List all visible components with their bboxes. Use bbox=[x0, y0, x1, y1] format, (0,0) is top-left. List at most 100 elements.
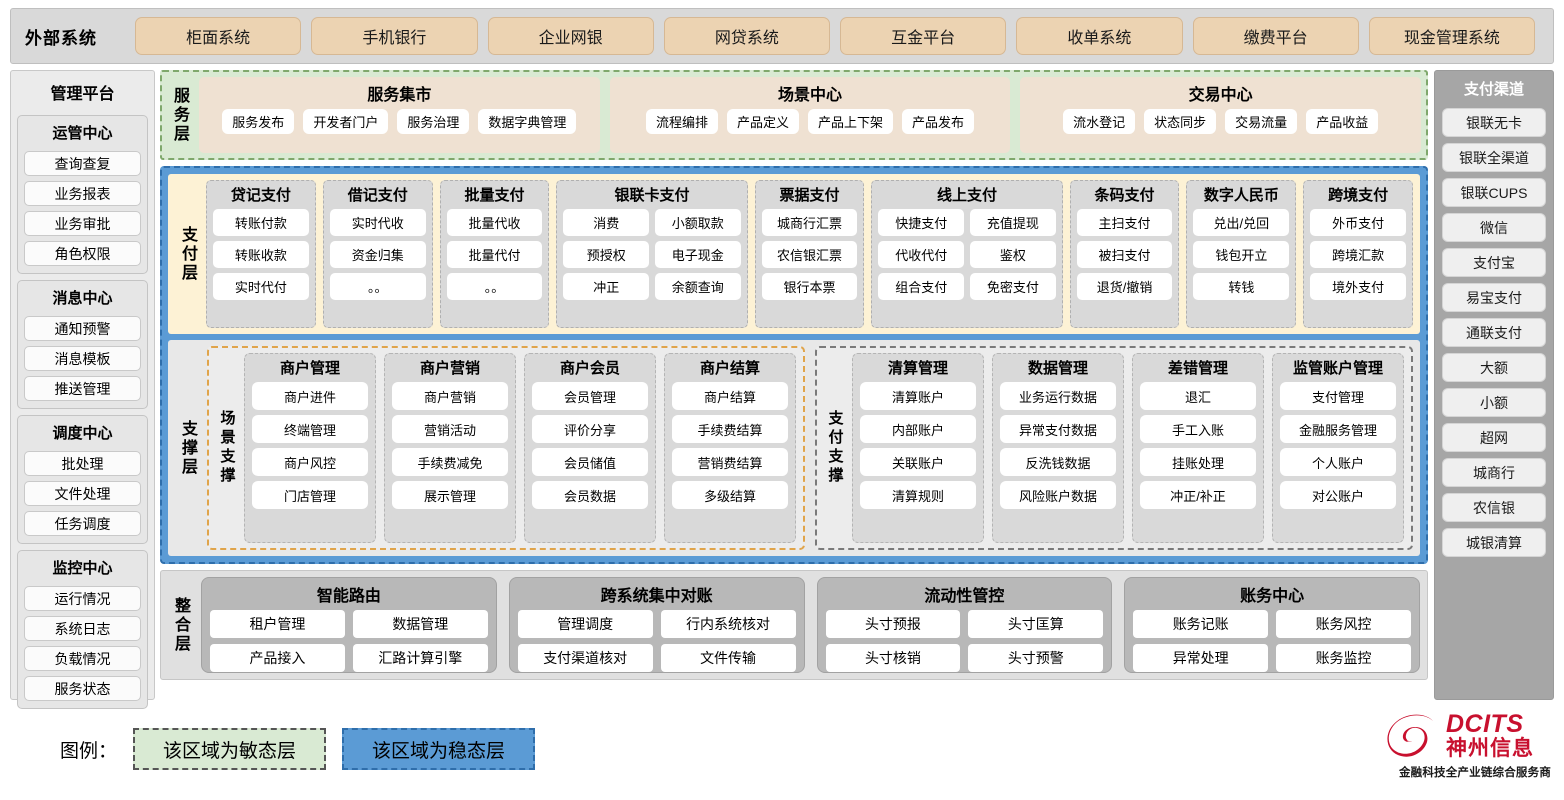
service-chip[interactable]: 开发者门户 bbox=[303, 109, 389, 134]
payment-channel-item[interactable]: 城银清算 bbox=[1442, 528, 1546, 557]
payment-cell[interactable]: 实时代付 bbox=[213, 273, 309, 300]
service-chip[interactable]: 交易流量 bbox=[1225, 109, 1298, 134]
support-cell[interactable]: 多级结算 bbox=[672, 481, 788, 509]
payment-cell[interactable]: 被扫支付 bbox=[1076, 241, 1173, 268]
external-system-chip[interactable]: 互金平台 bbox=[840, 17, 1007, 55]
support-cell[interactable]: 手续费减免 bbox=[392, 448, 508, 476]
payment-channel-item[interactable]: 银联CUPS bbox=[1442, 178, 1546, 207]
payment-channel-item[interactable]: 支付宝 bbox=[1442, 248, 1546, 277]
payment-cell[interactable]: 。。 bbox=[446, 273, 543, 300]
support-cell[interactable]: 商户风控 bbox=[252, 448, 368, 476]
service-chip[interactable]: 产品上下架 bbox=[808, 109, 894, 134]
integration-cell[interactable]: 异常处理 bbox=[1133, 644, 1269, 672]
service-chip[interactable]: 数据字典管理 bbox=[478, 109, 577, 134]
payment-cell[interactable]: 快捷支付 bbox=[878, 209, 965, 236]
support-cell[interactable]: 业务运行数据 bbox=[1000, 382, 1116, 410]
external-system-chip[interactable]: 网贷系统 bbox=[663, 17, 830, 55]
external-system-chip[interactable]: 收单系统 bbox=[1016, 17, 1183, 55]
payment-channel-item[interactable]: 大额 bbox=[1442, 353, 1546, 382]
support-cell[interactable]: 手续费结算 bbox=[672, 415, 788, 443]
sidebar-item-0[interactable]: 查询查复 bbox=[24, 151, 141, 176]
payment-cell[interactable]: 城商行汇票 bbox=[761, 209, 858, 236]
payment-cell[interactable]: 转账付款 bbox=[213, 209, 309, 236]
payment-channel-item[interactable]: 城商行 bbox=[1442, 458, 1546, 487]
support-cell[interactable]: 会员数据 bbox=[532, 481, 648, 509]
external-system-chip[interactable]: 手机银行 bbox=[311, 17, 478, 55]
support-cell[interactable]: 会员储值 bbox=[532, 448, 648, 476]
support-cell[interactable]: 营销活动 bbox=[392, 415, 508, 443]
sidebar-item-3[interactable]: 服务状态 bbox=[24, 676, 141, 701]
payment-channel-item[interactable]: 小额 bbox=[1442, 388, 1546, 417]
integration-cell[interactable]: 文件传输 bbox=[660, 644, 796, 672]
support-cell[interactable]: 反洗钱数据 bbox=[1000, 448, 1116, 476]
payment-cell[interactable]: 跨境汇款 bbox=[1310, 241, 1407, 268]
payment-channel-item[interactable]: 农信银 bbox=[1442, 493, 1546, 522]
sidebar-item-2[interactable]: 推送管理 bbox=[24, 376, 141, 401]
payment-cell[interactable]: 小额取款 bbox=[655, 209, 741, 236]
payment-cell[interactable]: 资金归集 bbox=[329, 241, 426, 268]
payment-cell[interactable]: 主扫支付 bbox=[1076, 209, 1173, 236]
integration-cell[interactable]: 数据管理 bbox=[352, 610, 488, 638]
payment-cell[interactable]: 消费 bbox=[563, 209, 649, 236]
integration-cell[interactable]: 行内系统核对 bbox=[660, 610, 796, 638]
payment-cell[interactable]: 境外支付 bbox=[1310, 273, 1407, 300]
payment-cell[interactable]: 退货/撤销 bbox=[1076, 273, 1173, 300]
support-cell[interactable]: 关联账户 bbox=[860, 448, 976, 476]
sidebar-item-2[interactable]: 业务审批 bbox=[24, 211, 141, 236]
payment-cell[interactable]: 外币支付 bbox=[1310, 209, 1407, 236]
support-cell[interactable]: 终端管理 bbox=[252, 415, 368, 443]
sidebar-item-1[interactable]: 消息模板 bbox=[24, 346, 141, 371]
support-cell[interactable]: 对公账户 bbox=[1280, 481, 1396, 509]
payment-cell[interactable]: 兑出/兑回 bbox=[1193, 209, 1290, 236]
payment-cell[interactable]: 充值提现 bbox=[970, 209, 1056, 236]
integration-cell[interactable]: 头寸核销 bbox=[825, 644, 961, 672]
support-cell[interactable]: 支付管理 bbox=[1280, 382, 1396, 410]
external-system-chip[interactable]: 柜面系统 bbox=[135, 17, 302, 55]
service-chip[interactable]: 服务治理 bbox=[397, 109, 470, 134]
service-chip[interactable]: 产品定义 bbox=[726, 109, 799, 134]
sidebar-item-3[interactable]: 角色权限 bbox=[24, 241, 141, 266]
sidebar-item-0[interactable]: 批处理 bbox=[24, 451, 141, 476]
payment-cell[interactable]: 转钱 bbox=[1193, 273, 1290, 300]
integration-cell[interactable]: 租户管理 bbox=[210, 610, 345, 638]
payment-cell[interactable]: 钱包开立 bbox=[1193, 241, 1290, 268]
support-cell[interactable]: 退汇 bbox=[1140, 382, 1256, 410]
payment-cell[interactable]: 实时代收 bbox=[329, 209, 426, 236]
integration-cell[interactable]: 账务记账 bbox=[1133, 610, 1269, 638]
sidebar-item-1[interactable]: 系统日志 bbox=[24, 616, 141, 641]
payment-cell[interactable]: 电子现金 bbox=[655, 241, 741, 268]
support-cell[interactable]: 冲正/补正 bbox=[1140, 481, 1256, 509]
support-cell[interactable]: 异常支付数据 bbox=[1000, 415, 1116, 443]
sidebar-item-0[interactable]: 运行情况 bbox=[24, 586, 141, 611]
payment-cell[interactable]: 批量代付 bbox=[446, 241, 543, 268]
payment-cell[interactable]: 鉴权 bbox=[970, 241, 1056, 268]
payment-cell[interactable]: 转账收款 bbox=[213, 241, 309, 268]
support-cell[interactable]: 商户结算 bbox=[672, 382, 788, 410]
integration-cell[interactable]: 头寸预报 bbox=[825, 610, 961, 638]
integration-cell[interactable]: 头寸预警 bbox=[968, 644, 1104, 672]
service-chip[interactable]: 产品收益 bbox=[1306, 109, 1379, 134]
support-cell[interactable]: 营销费结算 bbox=[672, 448, 788, 476]
integration-cell[interactable]: 头寸匡算 bbox=[968, 610, 1104, 638]
support-cell[interactable]: 手工入账 bbox=[1140, 415, 1256, 443]
support-cell[interactable]: 个人账户 bbox=[1280, 448, 1396, 476]
integration-cell[interactable]: 汇路计算引擎 bbox=[352, 644, 488, 672]
service-chip[interactable]: 流程编排 bbox=[645, 109, 718, 134]
payment-channel-item[interactable]: 超网 bbox=[1442, 423, 1546, 452]
payment-channel-item[interactable]: 通联支付 bbox=[1442, 318, 1546, 347]
sidebar-item-1[interactable]: 文件处理 bbox=[24, 481, 141, 506]
integration-cell[interactable]: 支付渠道核对 bbox=[517, 644, 653, 672]
support-cell[interactable]: 商户营销 bbox=[392, 382, 508, 410]
payment-cell[interactable]: 。。 bbox=[329, 273, 426, 300]
payment-channel-item[interactable]: 银联无卡 bbox=[1442, 108, 1546, 137]
external-system-chip[interactable]: 企业网银 bbox=[487, 17, 654, 55]
service-chip[interactable]: 服务发布 bbox=[222, 109, 295, 134]
payment-cell[interactable]: 组合支付 bbox=[878, 273, 965, 300]
payment-cell[interactable]: 预授权 bbox=[563, 241, 649, 268]
external-system-chip[interactable]: 缴费平台 bbox=[1192, 17, 1359, 55]
payment-cell[interactable]: 农信银汇票 bbox=[761, 241, 858, 268]
payment-channel-item[interactable]: 银联全渠道 bbox=[1442, 143, 1546, 172]
support-cell[interactable]: 会员管理 bbox=[532, 382, 648, 410]
support-cell[interactable]: 挂账处理 bbox=[1140, 448, 1256, 476]
support-cell[interactable]: 金融服务管理 bbox=[1280, 415, 1396, 443]
